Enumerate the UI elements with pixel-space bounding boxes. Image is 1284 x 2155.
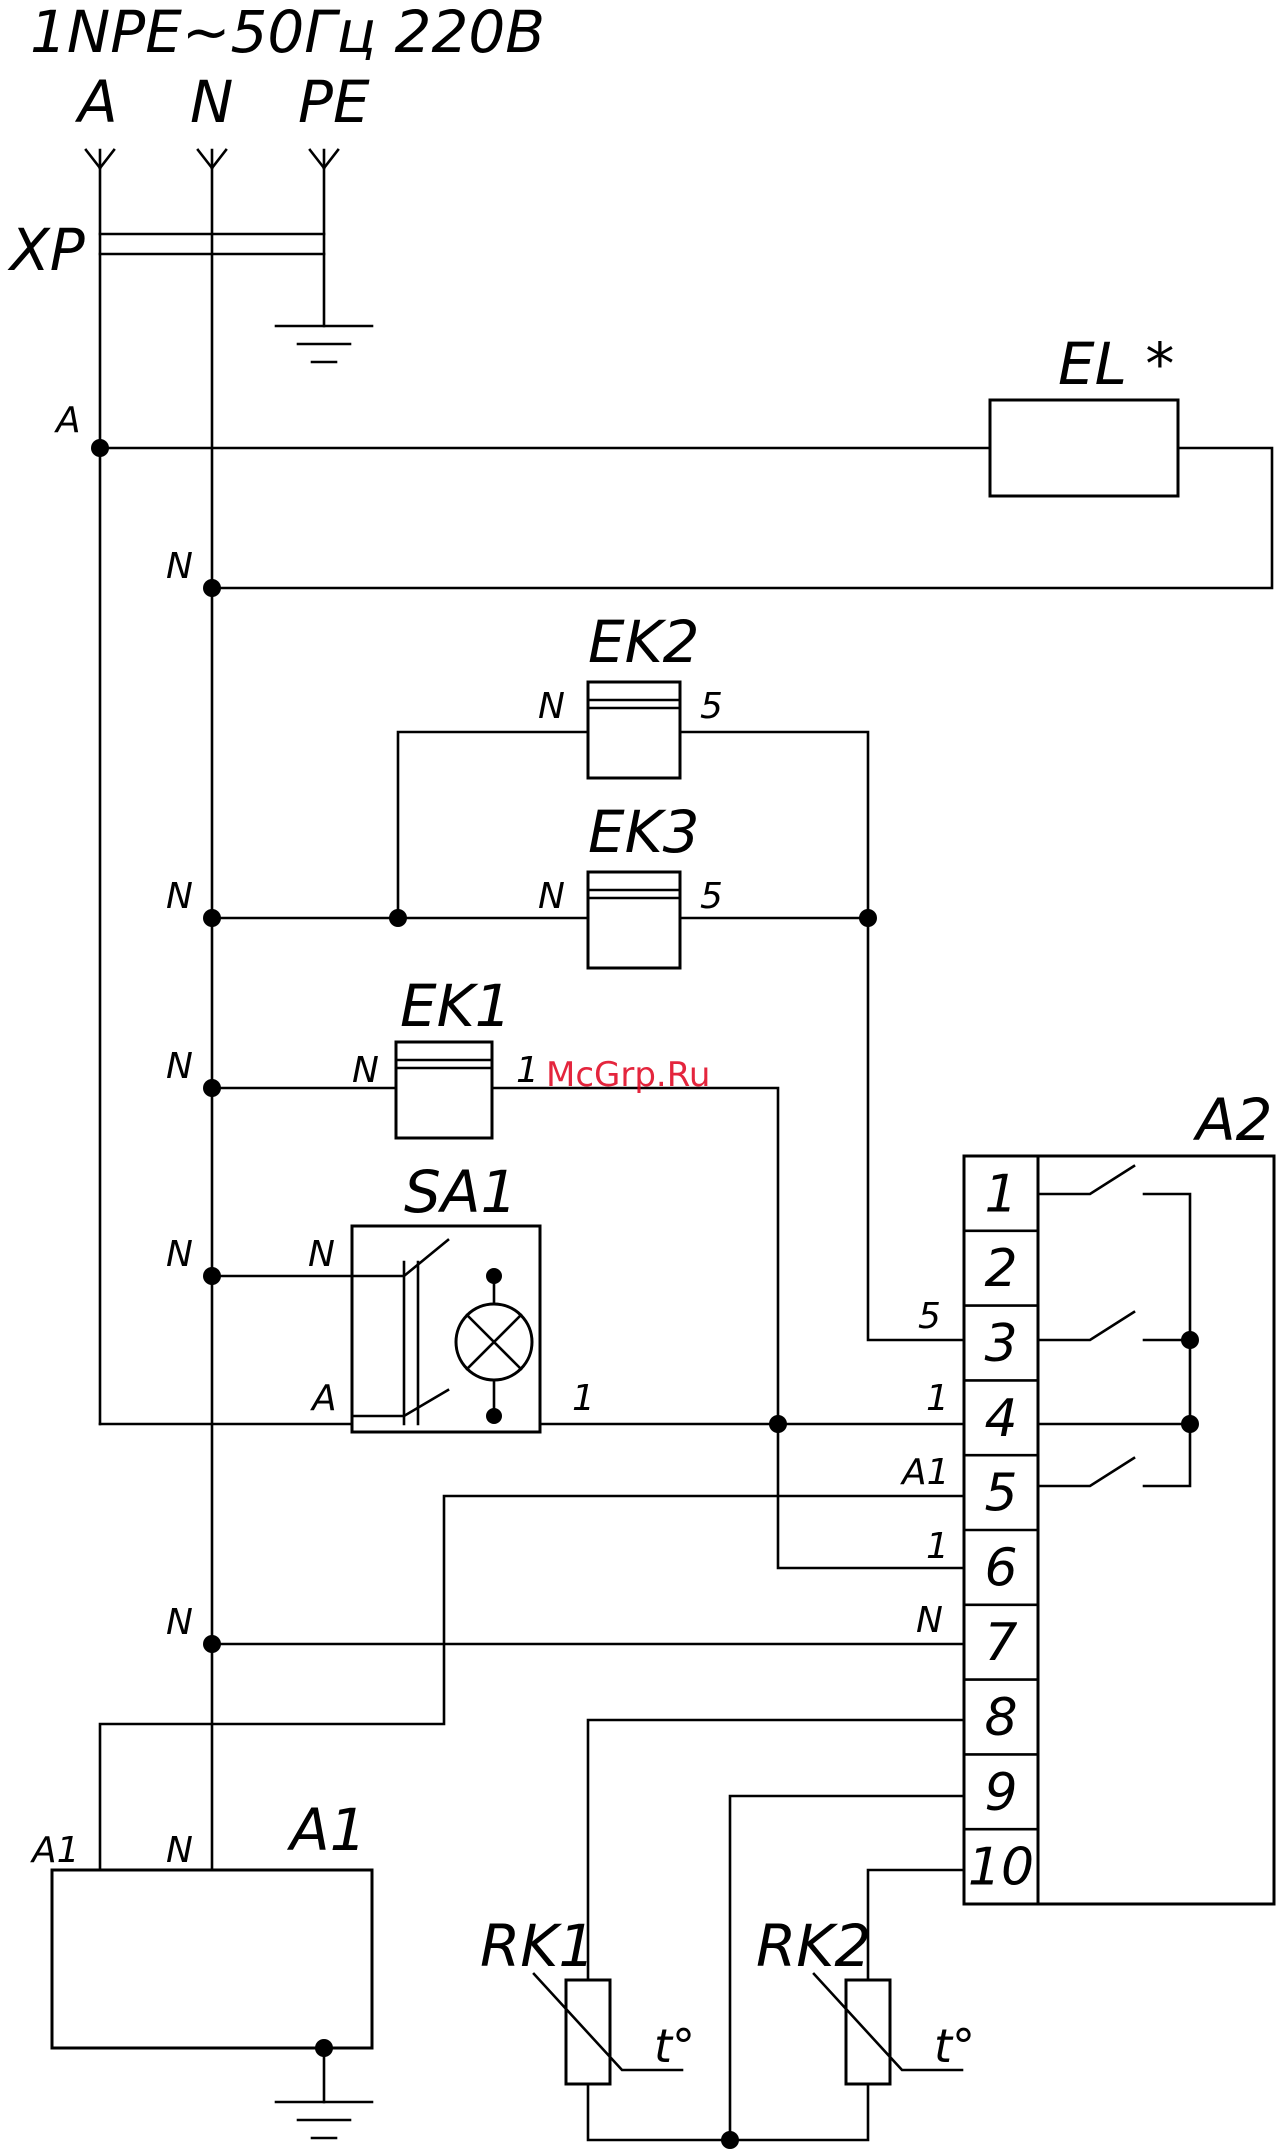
plug-label: XP	[7, 216, 85, 284]
earth-terminal-label: PE	[298, 68, 370, 136]
t10-wire	[868, 1870, 964, 1980]
phase-terminal-label: A	[74, 68, 118, 136]
ek-n-junction-dot	[389, 909, 407, 927]
a1-unit-box	[52, 1870, 372, 2048]
terminal-number-6: 6	[984, 1538, 1017, 1598]
t3-wire-label: 5	[918, 1296, 941, 1337]
junction-n2-label: N	[166, 876, 193, 917]
junction-n3-label: N	[166, 1046, 193, 1087]
ek2-pin-5: 5	[700, 686, 723, 727]
terminal-number-4: 4	[984, 1389, 1017, 1449]
a1-earth-ground-icon	[276, 2102, 372, 2138]
supply-title: 1NPE~50Гц 220В	[30, 0, 545, 66]
junction-n4-dot	[203, 1267, 221, 1285]
rk1-temp-label: t°	[654, 2019, 695, 2073]
watermark-text: McGrp.Ru	[546, 1055, 710, 1095]
ek1-sa1-junction-dot	[769, 1415, 787, 1433]
junction-n5-dot	[203, 1635, 221, 1653]
junction-n5-label: N	[166, 1602, 193, 1643]
t6-wire-label: 1	[926, 1526, 949, 1567]
terminal-number-5: 5	[984, 1464, 1017, 1524]
sa1-pin-a: A	[310, 1378, 337, 1419]
terminal-number-9: 9	[984, 1763, 1017, 1823]
junction-n1-label: N	[166, 546, 193, 587]
junction-n3-dot	[203, 1079, 221, 1097]
terminal-number-3: 3	[984, 1314, 1017, 1374]
a1-earth-dot	[315, 2039, 333, 2057]
t4-wire-label: 1	[926, 1378, 949, 1419]
ek3-pin-5: 5	[700, 876, 723, 917]
a1-pin-n: N	[166, 1830, 193, 1871]
t5-wire-label: A1	[900, 1452, 950, 1493]
sa1-label: SA1	[404, 1158, 517, 1226]
ek1-pin-n: N	[352, 1050, 379, 1091]
junction-n1-dot	[203, 579, 221, 597]
junction-n2-dot	[203, 909, 221, 927]
ek1-heater-box	[396, 1042, 492, 1138]
ek1-pin-1: 1	[516, 1050, 539, 1091]
t7-wire-label: N	[916, 1600, 943, 1641]
ek3-5-wire	[680, 918, 964, 1340]
sa1-pin-n: N	[308, 1234, 335, 1275]
ek-5-junction-dot	[859, 909, 877, 927]
ek2-label: EK2	[588, 608, 700, 676]
ek3-heater-box	[588, 872, 680, 968]
ek3-pin-n: N	[538, 876, 565, 917]
earth-ground-icon	[276, 326, 372, 362]
terminal-number-1: 1	[984, 1164, 1017, 1224]
a2-label: A2	[1192, 1086, 1273, 1154]
terminal-number-10: 10	[968, 1838, 1034, 1898]
rk1-label: RK1	[480, 1912, 595, 1980]
el-lamp-box	[990, 400, 1178, 496]
sensor-common-dot	[721, 2131, 739, 2149]
rk2-temp-label: t°	[934, 2019, 975, 2073]
terminal-number-7: 7	[984, 1613, 1017, 1673]
sa1-pin-1: 1	[572, 1378, 595, 1419]
ek2-pin-n: N	[538, 686, 565, 727]
junction-a-label: A	[54, 400, 81, 441]
t5-wire	[100, 1496, 964, 1870]
ek2-heater-box	[588, 682, 680, 778]
junction-n4-label: N	[166, 1234, 193, 1275]
a1-pin-a1: A1	[30, 1830, 80, 1871]
rk2-label: RK2	[756, 1912, 871, 1980]
a1-label: A1	[286, 1796, 367, 1864]
terminal-number-2: 2	[984, 1239, 1017, 1299]
ek1-label: EK1	[400, 972, 512, 1040]
terminal-number-8: 8	[984, 1688, 1017, 1748]
ek3-label: EK3	[588, 798, 700, 866]
neutral-terminal-label: N	[190, 68, 233, 136]
el-label: EL *	[1058, 330, 1174, 398]
